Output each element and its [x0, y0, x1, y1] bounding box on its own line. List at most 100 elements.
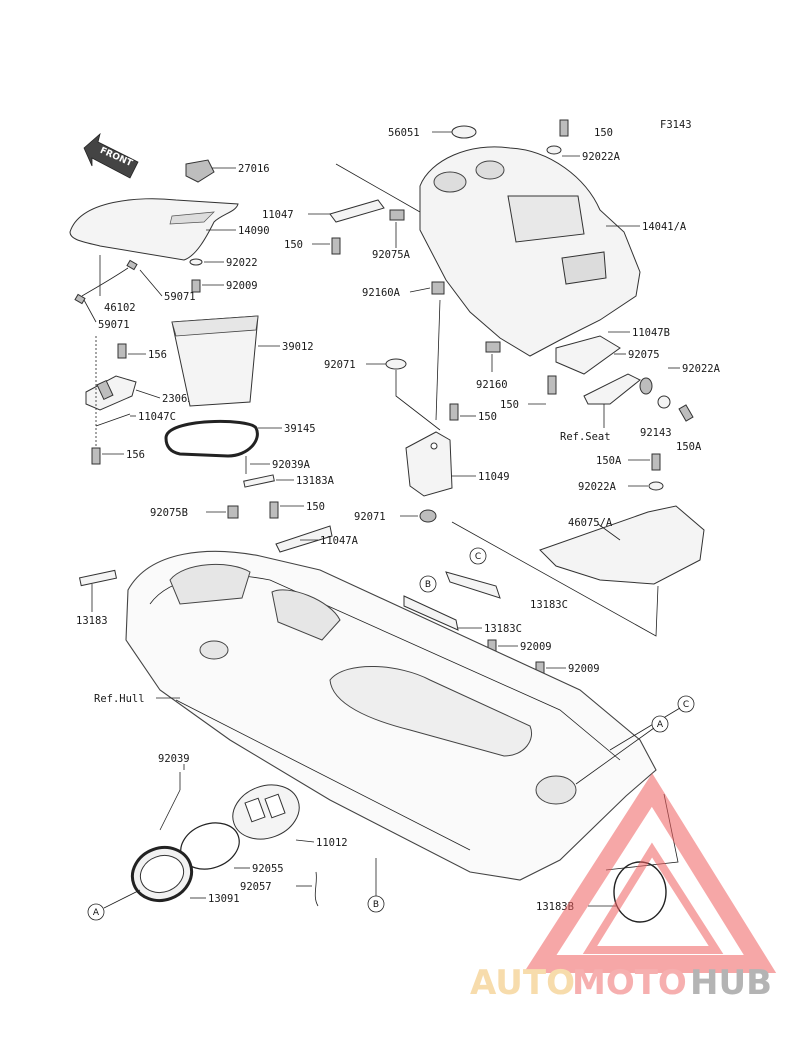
label-92057: 92057	[240, 881, 272, 893]
part-156-bolt-a	[117, 343, 127, 359]
label-11012: 11012	[316, 837, 348, 849]
part-92071-grommet-a	[385, 358, 407, 370]
label-46075A: 46075/A	[568, 517, 613, 529]
callout-c-top	[469, 547, 487, 565]
label-13183: 13183	[76, 615, 108, 627]
part-156-bolt-b	[91, 447, 101, 465]
part-13091-ring	[130, 846, 194, 902]
label-11047B: 11047B	[632, 327, 670, 339]
label-92075B: 92075B	[150, 507, 188, 519]
part-92022-washer	[189, 258, 203, 266]
label-11047A: 11047A	[320, 535, 359, 547]
label-150-b: 150	[478, 411, 497, 423]
part-13183-plate	[78, 569, 118, 587]
callout-b-bottom-letter: B	[373, 900, 379, 910]
watermark-logo: AUTO MOTO HUB	[470, 773, 777, 1003]
label-150-left: 150	[284, 239, 303, 251]
part-13183C-plate-a	[445, 571, 501, 599]
part-92071-grommet-b	[419, 509, 437, 523]
part-150-bolt-top	[559, 119, 569, 137]
label-92071-a: 92071	[324, 359, 356, 371]
callout-a-hull	[651, 715, 669, 733]
label-92075: 92075	[628, 349, 660, 361]
label-150A-b: 150A	[596, 455, 622, 467]
label-13183C-b: 13183C	[484, 623, 522, 635]
label-156-a: 156	[148, 349, 167, 361]
label-150-top: 150	[594, 127, 613, 139]
part-92022A-washer-b	[648, 481, 664, 491]
part-59071-clip-b	[74, 293, 86, 305]
watermark-part3: HUB	[690, 963, 772, 1003]
part-92160A-pad	[431, 281, 445, 295]
callout-b-top-letter: B	[425, 580, 431, 590]
part-23062-latch	[85, 375, 137, 411]
part-150A-bolt-b	[651, 453, 661, 471]
part-150-bolt-mid	[269, 501, 279, 519]
part-56051-cap	[451, 125, 477, 139]
label-92009-top: 92009	[226, 280, 258, 292]
label-ref-seat: Ref.Seat	[560, 431, 611, 443]
part-92057-strap	[314, 871, 319, 907]
label-92160A: 92160A	[362, 287, 401, 299]
label-92022A-top: 92022A	[582, 151, 621, 163]
part-11047B-bracket	[555, 335, 621, 375]
label-59071-b: 59071	[98, 319, 130, 331]
label-14041A: 14041/A	[642, 221, 687, 233]
part-13183C-plate-b	[403, 595, 459, 631]
label-92009-a: 92009	[520, 641, 552, 653]
label-92022A-r: 92022A	[682, 363, 721, 375]
label-11047: 11047	[262, 209, 294, 221]
part-150-bolt-r	[547, 375, 557, 395]
part-150A-bolt-a	[678, 404, 694, 422]
label-150-r: 150	[500, 399, 519, 411]
watermark-part2: MOTO	[572, 963, 687, 1003]
part-27016-shape	[185, 159, 215, 183]
label-92071-b: 92071	[354, 511, 386, 523]
label-156-b: 156	[126, 449, 145, 461]
callout-a-hull-letter: A	[657, 720, 664, 730]
label-39145: 39145	[284, 423, 316, 435]
part-14090-seat-shape	[69, 198, 239, 261]
label-13183C-a: 13183C	[530, 599, 568, 611]
label-13183A: 13183A	[296, 475, 335, 487]
label-39012: 39012	[282, 341, 314, 353]
part-39145-gasket	[164, 420, 259, 458]
part-13183A-plate	[243, 474, 275, 488]
callout-c-hull	[677, 695, 695, 713]
label-150-mid: 150	[306, 501, 325, 513]
callout-a-bottom-letter: A	[93, 908, 100, 918]
part-150-bolt-b	[449, 403, 459, 421]
label-92160: 92160	[476, 379, 508, 391]
part-ref-seat-bracket	[583, 373, 641, 405]
part-14041A-deck	[419, 146, 641, 357]
part-11047A-bracket	[275, 525, 333, 553]
part-92143-collar	[639, 377, 653, 395]
part-11012-cover	[232, 784, 300, 840]
label-13091: 13091	[208, 893, 240, 905]
label-46102: 46102	[104, 302, 136, 314]
watermark-part1: AUTO	[470, 963, 575, 1003]
part-150-bolt-left	[331, 237, 341, 255]
label-11049: 11049	[478, 471, 510, 483]
part-92009-bolt	[191, 279, 201, 293]
part-59071-clip-a	[126, 259, 138, 271]
label-92009-b: 92009	[568, 663, 600, 675]
label-ref-hull: Ref.Hull	[94, 693, 145, 705]
label-92039A: 92039A	[272, 459, 311, 471]
part-92022A-washer-top	[546, 145, 562, 155]
part-92160-pad	[485, 341, 501, 353]
label-92039: 92039	[158, 753, 190, 765]
label-92022: 92022	[226, 257, 258, 269]
figure-code: F3143	[660, 119, 692, 131]
label-56051: 56051	[388, 127, 420, 139]
callout-c-hull-letter: C	[683, 700, 689, 710]
part-92022A-washer-r	[657, 395, 671, 409]
label-92055: 92055	[252, 863, 284, 875]
part-92075B-pad	[227, 505, 239, 519]
callout-a-bottom	[87, 903, 105, 921]
part-11049-bracket	[405, 431, 453, 497]
label-27016: 27016	[238, 163, 270, 175]
label-92022A-b: 92022A	[578, 481, 617, 493]
label-23062: 23062	[162, 393, 194, 405]
